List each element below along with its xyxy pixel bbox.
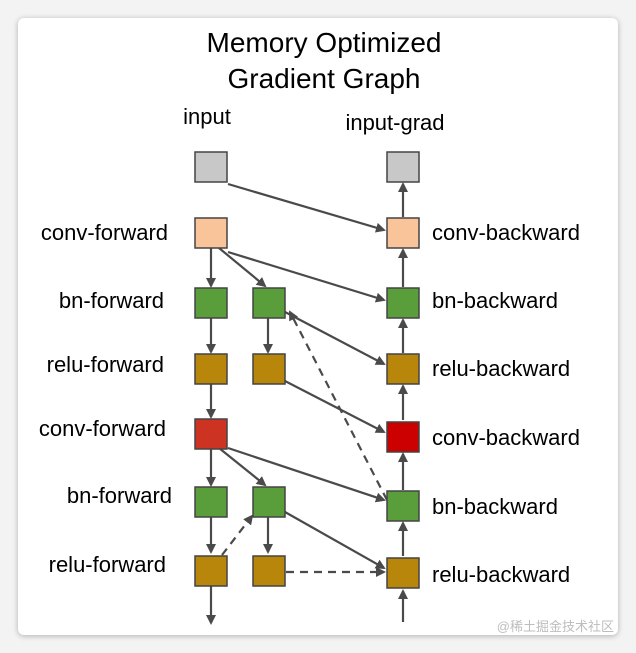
watermark: @稀土掘金技术社区: [497, 619, 614, 634]
edge-relu1b-convback2: [284, 380, 386, 433]
node-relu-backward-2: [386, 557, 420, 589]
node-relu-forward-1: [194, 353, 228, 385]
title-line-2: Gradient Graph: [228, 63, 421, 94]
label-bn-backward-1: bn-backward: [432, 288, 558, 313]
label-relu-forward-1: relu-forward: [47, 352, 164, 377]
label-input: input: [183, 104, 231, 129]
node-conv-forward-2: [194, 418, 228, 450]
edge-conv1-bnback1: [227, 250, 386, 303]
label-relu-backward-1: relu-backward: [432, 356, 570, 381]
node-relu-forward-1-copy: [252, 353, 286, 385]
edge-conv1-bn1b: [218, 247, 267, 288]
label-bn-backward-2: bn-backward: [432, 494, 558, 519]
node-input: [194, 151, 228, 183]
edge-bn2b-reluback2: [284, 511, 386, 569]
edge-conv2-bnback2: [227, 446, 386, 503]
node-conv-backward-1: [386, 217, 420, 249]
label-conv-backward-2: conv-backward: [432, 425, 580, 450]
label-conv-forward-1: conv-forward: [41, 220, 168, 245]
title-line-1: Memory Optimized: [207, 27, 442, 58]
node-input-grad: [386, 151, 420, 183]
node-bn-backward-1: [386, 287, 420, 319]
node-bn-forward-2-copy: [252, 486, 286, 518]
label-relu-forward-2: relu-forward: [49, 552, 166, 577]
node-conv-forward-1: [194, 217, 228, 249]
label-input-grad: input-grad: [345, 110, 444, 135]
label-conv-forward-2: conv-forward: [39, 416, 166, 441]
edge-dashed-relu2-bn2b: [221, 514, 254, 556]
node-relu-forward-2-copy: [252, 555, 286, 587]
node-bn-forward-1-copy: [252, 287, 286, 319]
edge-dashed-bnback2-bn1b: [289, 310, 388, 501]
label-relu-backward-2: relu-backward: [432, 562, 570, 587]
node-bn-backward-2: [386, 490, 420, 522]
edge-input-convback1: [227, 182, 386, 233]
label-conv-backward-1: conv-backward: [432, 220, 580, 245]
label-bn-forward-1: bn-forward: [59, 288, 164, 313]
node-relu-backward-1: [386, 353, 420, 385]
diagram-card: [18, 18, 618, 635]
edge-conv2-bn2b: [218, 447, 267, 487]
node-relu-forward-2: [194, 555, 228, 587]
node-conv-backward-2: [386, 421, 420, 453]
edge-bn1b-reluback1: [284, 311, 386, 365]
node-bn-forward-1: [194, 287, 228, 319]
label-bn-forward-2: bn-forward: [67, 483, 172, 508]
node-bn-forward-2: [194, 486, 228, 518]
